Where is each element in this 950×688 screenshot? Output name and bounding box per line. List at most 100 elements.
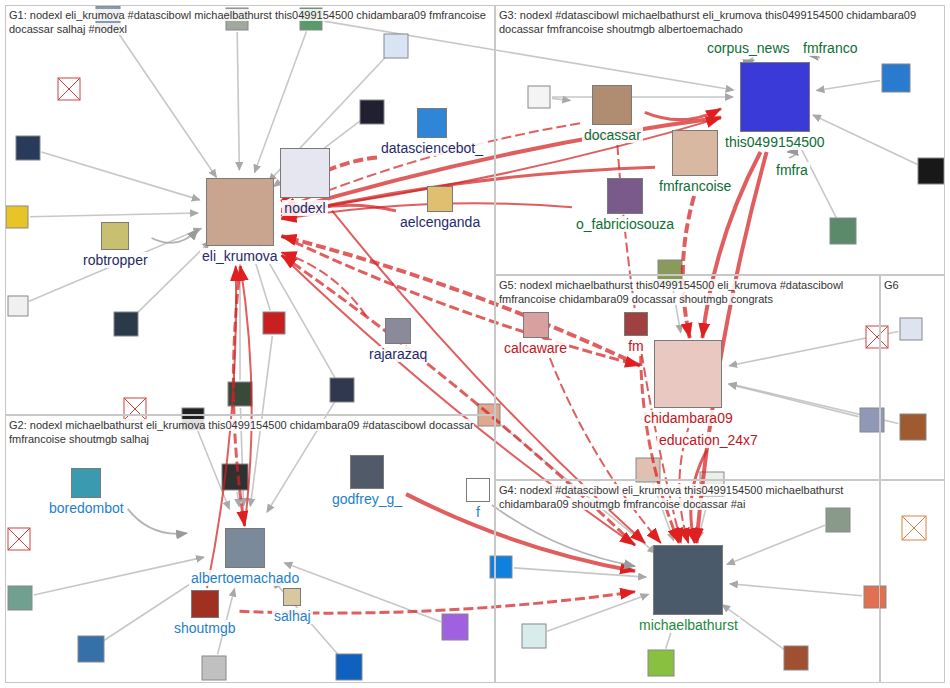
vertex-label: albertoemachado — [189, 570, 301, 586]
broken-image-cross — [124, 398, 146, 420]
avatar-image — [350, 455, 384, 489]
vertex-label: shoutmgb — [172, 620, 237, 636]
group-outline — [881, 481, 945, 683]
avatar-image — [8, 586, 32, 610]
avatar-image — [466, 478, 490, 502]
group-label: G2: nodexl michaelbathurst eli_krumova t… — [9, 419, 474, 445]
broken-image-cross — [58, 78, 80, 100]
follow-line — [813, 115, 918, 165]
avatar-image — [830, 218, 856, 244]
avatar-image — [191, 590, 219, 618]
avatar-image — [427, 186, 453, 212]
avatar-image — [336, 654, 362, 680]
follow-line — [273, 580, 339, 656]
follow-line — [116, 30, 216, 178]
group-box: G1: nodexl eli_krumova #datascibowl mich… — [5, 5, 495, 415]
group-heading: G5: nodexl michaelbathurst this049915450… — [499, 278, 876, 306]
vertex: salhaj — [272, 588, 313, 624]
vertex: fm — [624, 312, 648, 354]
broken-image-cross — [902, 516, 926, 540]
vertex-label: aelcenganda — [398, 214, 482, 230]
avatar-image — [490, 556, 512, 578]
broken-image-cross — [902, 516, 926, 540]
broken-image-cross — [58, 78, 80, 100]
follow-edge — [492, 505, 635, 566]
broken-image-cross — [866, 326, 888, 348]
follow-line — [552, 98, 570, 100]
vertex: eli_krumova — [200, 178, 279, 264]
vertex-label: nodexl — [282, 200, 327, 216]
vertex-label: rajarazaq — [367, 346, 429, 362]
vertex-label: fmfra — [774, 162, 810, 178]
avatar-image — [672, 130, 718, 176]
avatar-image — [624, 312, 648, 336]
avatar-image — [826, 508, 850, 532]
follow-edge — [282, 167, 656, 215]
follow-edge — [241, 266, 252, 526]
avatar-image — [900, 318, 922, 340]
vertex: nodexl — [280, 148, 330, 216]
vertex: corpus_news — [705, 38, 792, 56]
broken-image — [8, 528, 30, 550]
vertex: fmfrancoise — [657, 130, 733, 194]
vertex-label: godfrey_g_ — [330, 491, 404, 507]
vertex: datasciencebot_ — [379, 108, 485, 156]
vertex-label: datasciencebot_ — [379, 140, 485, 156]
avatar-image — [864, 586, 886, 608]
vertex: this0499154500 — [723, 62, 827, 150]
avatar-image — [442, 614, 468, 640]
follow-edge — [550, 358, 661, 543]
vertex: rajarazaq — [367, 318, 429, 362]
follow-edge — [152, 229, 198, 243]
follow-edge — [787, 152, 797, 158]
vertex: fmfranco — [801, 38, 859, 56]
group-heading: G3: nodexl #datascibowl michaelbathurst … — [499, 8, 941, 36]
vertex: boredombot — [47, 468, 126, 516]
vertex-label: corpus_news — [705, 40, 792, 56]
avatar-image — [78, 636, 104, 662]
avatar-image — [8, 296, 28, 316]
avatar-image — [918, 158, 944, 184]
group-label: G5: nodexl michaelbathurst this049915450… — [499, 279, 843, 305]
broken-image-cross — [8, 528, 30, 550]
avatar-image — [523, 312, 549, 338]
broken-image — [902, 516, 926, 540]
group-heading: G2: nodexl michaelbathurst eli_krumova t… — [9, 418, 491, 446]
follow-edge — [645, 109, 721, 120]
avatar-image — [280, 148, 330, 198]
vertex: education_24x7 — [657, 430, 760, 448]
vertex: chidambara09 — [642, 340, 735, 426]
vertex-label: boredombot — [47, 500, 126, 516]
vertex: michaelbathurst — [637, 545, 740, 633]
avatar-image — [882, 64, 910, 92]
follow-line — [237, 32, 239, 170]
vertex: docassar — [582, 85, 643, 143]
vertex-label: michaelbathurst — [637, 617, 740, 633]
vertex-label: salhaj — [272, 608, 313, 624]
follow-line — [816, 80, 880, 90]
group-box: G2: nodexl michaelbathurst eli_krumova t… — [5, 415, 495, 683]
vertex: calcaware — [502, 312, 569, 356]
avatar-image — [71, 468, 101, 498]
follow-edge — [691, 450, 707, 543]
avatar-image — [16, 136, 40, 160]
avatar-image — [202, 656, 226, 680]
follow-edge — [128, 509, 187, 534]
vertex-label: o_fabriciosouza — [574, 216, 676, 232]
follow-edge — [282, 118, 722, 212]
group-box: G4: nodexl #datascibowl eli_krumova this… — [495, 480, 880, 683]
vertex-label: f — [474, 504, 482, 520]
group-label: G6 — [884, 279, 899, 291]
broken-image-cross — [866, 326, 888, 348]
vertex-label: fm — [626, 338, 646, 354]
avatar-image — [225, 528, 265, 568]
group-heading: G4: nodexl #datascibowl eli_krumova this… — [499, 483, 876, 511]
vertex: shoutmgb — [172, 590, 237, 636]
avatar-image — [654, 340, 722, 408]
avatar-image — [6, 206, 28, 228]
vertex: albertoemachado — [189, 528, 301, 586]
group-label: G3: nodexl #datascibowl michaelbathurst … — [499, 9, 916, 35]
follow-edge — [683, 196, 694, 338]
avatar-image — [900, 414, 926, 440]
